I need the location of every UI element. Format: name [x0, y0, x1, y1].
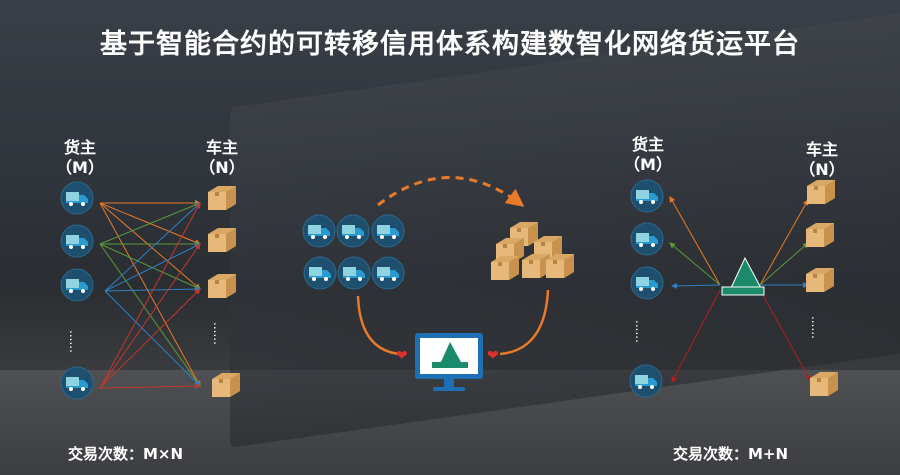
right-connection-lines	[669, 196, 811, 383]
trucks-to-platform-arc	[356, 295, 401, 356]
svg-text:......: ......	[809, 316, 823, 339]
left-carriers: ......	[208, 186, 240, 397]
svg-text:......: ......	[67, 330, 81, 353]
page-title: 基于智能合约的可转移信用体系构建数智化网络货运平台	[100, 29, 800, 60]
center-boxes	[491, 222, 574, 280]
left-shipper-label: 货主（M）	[56, 138, 104, 177]
left-shippers: ......	[60, 181, 94, 400]
boxes-to-platform-arc	[499, 289, 550, 356]
right-shipper-label: 货主（M）	[624, 135, 672, 174]
svg-text:......: ......	[211, 322, 225, 345]
left-trade-count: 交易次数：M×N	[68, 445, 184, 463]
svg-text:......: ......	[633, 320, 647, 343]
right-carrier-label: 车主（N）	[799, 140, 845, 179]
heart-icon-left: ❤	[396, 348, 408, 364]
platform-logo	[721, 256, 765, 296]
platform-monitor-icon	[415, 333, 483, 391]
left-connection-lines	[99, 200, 201, 390]
right-shippers: ......	[629, 179, 664, 398]
exchange-dashed-arc	[377, 176, 525, 207]
right-trade-count: 交易次数：M+N	[673, 445, 789, 463]
heart-icon-right: ❤	[487, 348, 499, 364]
center-trucks	[302, 214, 405, 290]
left-carrier-label: 车主（N）	[199, 138, 245, 177]
right-carriers: ......	[806, 180, 838, 396]
